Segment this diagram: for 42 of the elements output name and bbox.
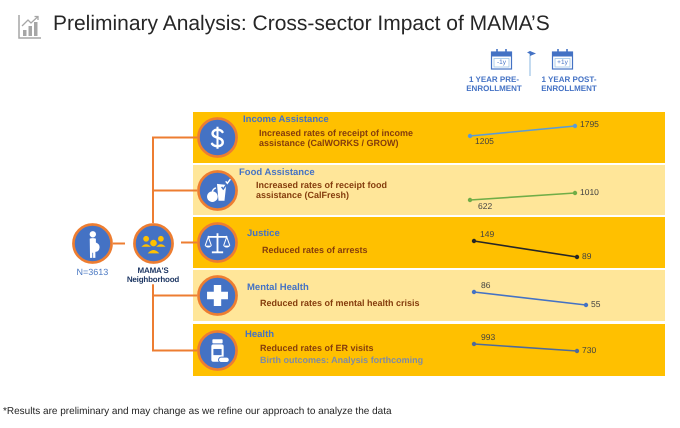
sector-heading: Income Assistance xyxy=(243,115,329,126)
column-header: 1 YEAR PRE-ENROLLMENT xyxy=(465,75,523,94)
value-label: 1010 xyxy=(580,188,599,198)
sector-band xyxy=(193,165,665,215)
slide-title: Preliminary Analysis: Cross-sector Impact of MAMA’S xyxy=(53,12,550,36)
sector-heading: Food Assistance xyxy=(239,168,315,179)
outcome-text: Reduced rates of mental health crisis xyxy=(260,298,420,308)
value-label: 55 xyxy=(591,300,600,310)
sector-heading: Mental Health xyxy=(247,283,309,294)
value-label: 149 xyxy=(480,230,494,240)
value-label: 622 xyxy=(478,202,492,212)
pill-bottle-icon xyxy=(197,330,238,371)
column-header: 1 YEAR POST-ENROLLMENT xyxy=(540,75,598,94)
connector-line xyxy=(113,242,125,244)
sector-band xyxy=(193,270,665,321)
sector-band xyxy=(193,324,665,376)
connector-line xyxy=(152,190,197,223)
sector-heading: Health xyxy=(245,330,274,341)
outcome-text: Reduced rates of ER visits xyxy=(260,343,374,354)
value-label: 993 xyxy=(481,333,496,343)
dollar-sign-icon xyxy=(197,117,238,158)
outcome-text: Reduced rates of arrests xyxy=(262,245,368,256)
value-label: 89 xyxy=(582,252,592,262)
outcome-text: Increased rates of receipt of income assistance (CalWORKS / GROW) xyxy=(259,128,414,149)
value-label: 1795 xyxy=(580,120,599,130)
pregnant-person-icon xyxy=(72,223,113,264)
sample-size-label: N=3613 xyxy=(76,267,108,278)
apple-and-cup-icon xyxy=(197,170,238,211)
value-label: 1205 xyxy=(475,137,494,147)
balance-scale-icon xyxy=(197,222,238,263)
node-label: MAMA'S Neighborhood xyxy=(126,266,180,284)
value-label: 86 xyxy=(481,281,490,291)
note-text: Birth outcomes: Analysis forthcoming xyxy=(260,355,424,366)
outcome-text: Increased rates of receipt food assistance (CalFresh) xyxy=(256,180,388,201)
connector-line xyxy=(181,242,197,244)
connector-line xyxy=(152,284,197,352)
value-label: 730 xyxy=(582,346,596,356)
sector-heading: Justice xyxy=(247,229,280,240)
footnote-text: *Results are preliminary and may change as we refine our approach to analyze the data xyxy=(3,406,392,418)
medical-cross-icon xyxy=(197,275,238,316)
sector-band xyxy=(193,112,665,163)
sector-band xyxy=(193,217,665,268)
